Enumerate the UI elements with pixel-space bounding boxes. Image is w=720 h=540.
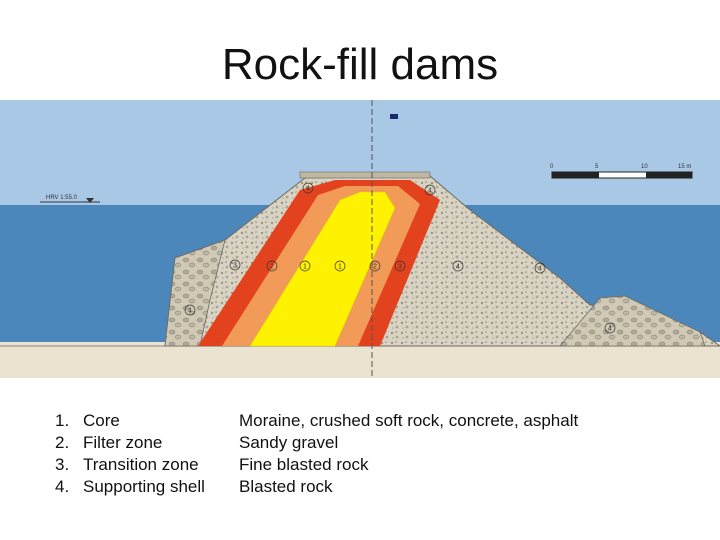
zone-marker-label: 1 — [303, 264, 307, 271]
scale-bar: 0 5 10 15 m — [550, 164, 693, 179]
legend-material: Fine blasted rock — [239, 455, 369, 474]
legend-row-supporting-shell: 4. Supporting shell Blasted rock — [55, 476, 578, 498]
zone-marker-label: 3 — [233, 263, 237, 270]
zone-marker-circle — [299, 260, 311, 272]
legend-material: Moraine, crushed soft rock, concrete, as… — [239, 411, 579, 430]
dam-crest — [299, 171, 431, 179]
water-level-label: HRV 1:55.0 — [46, 195, 78, 201]
core-zone — [249, 191, 396, 347]
zone-marker-label: 4 — [538, 266, 542, 273]
legend-number: 1. — [55, 411, 70, 430]
zone-marker-label: 4 — [306, 186, 310, 193]
zone-marker-circle — [369, 260, 381, 272]
zone-marker-label: 4 — [456, 264, 460, 271]
page-title: Rock-fill dams — [221, 40, 499, 89]
zone-marker-label: 3 — [398, 264, 402, 271]
zone-marker-circle — [184, 304, 196, 316]
zone-marker-label: 4 — [608, 326, 612, 333]
zone-marker-circle — [394, 260, 406, 272]
zone-marker-circle — [534, 262, 546, 274]
scale-label-15m: 15 m — [678, 164, 691, 170]
zone-marker-label: 4 — [428, 188, 432, 195]
scale-label-0: 0 — [550, 164, 554, 170]
legend-row-filter-zone: 2. Filter zone Sandy gravel — [55, 432, 578, 454]
legend-material: Sandy gravel — [239, 433, 339, 452]
zone-legend: 1. Core Moraine, crushed soft rock, concre… — [55, 410, 578, 498]
legend-zone-name: Filter zone — [83, 433, 163, 452]
legend-zone-name: Core — [83, 411, 120, 430]
legend-zone-name: Supporting shell — [83, 477, 205, 496]
dam-cross-section-diagram: HRV 1:55.0 0 5 10 15 m 4 4 3 2 1 1 2 3 4 4 4 4 — [0, 100, 720, 378]
zone-marker-label: 2 — [270, 264, 274, 271]
zone-marker-label: 4 — [188, 308, 192, 315]
zone-marker-circle — [229, 259, 241, 271]
zone-marker-circle — [424, 184, 436, 196]
zone-marker-label: 2 — [373, 264, 377, 271]
zone-markers: 4 4 3 2 1 1 2 3 4 4 4 4 — [184, 182, 616, 334]
downstream-toe — [559, 295, 706, 347]
legend-row-core: 1. Core Moraine, crushed soft rock, concre… — [55, 410, 578, 432]
crest-marker — [390, 114, 398, 119]
legend-row-transition-zone: 3. Transition zone Fine blasted rock — [55, 454, 578, 476]
legend-number: 2. — [55, 433, 70, 452]
foundation-ground — [0, 342, 720, 378]
zone-marker-circle — [266, 260, 278, 272]
zone-marker-circle — [302, 182, 314, 194]
zone-marker-circle — [334, 260, 346, 272]
scale-label-10: 10 — [641, 164, 648, 170]
zone-marker-circle — [452, 260, 464, 272]
scale-label-5: 5 — [595, 164, 599, 170]
upstream-toe — [164, 239, 226, 347]
dam-cross-section-svg: HRV 1:55.0 0 5 10 15 m 4 4 3 2 1 1 2 3 4 4 4 4 — [0, 100, 720, 378]
legend-material: Blasted rock — [239, 477, 333, 496]
legend-number: 4. — [55, 477, 70, 496]
zone-marker-circle — [604, 322, 616, 334]
legend-zone-name: Transition zone — [83, 455, 199, 474]
legend-number: 3. — [55, 455, 70, 474]
zone-marker-label: 1 — [338, 264, 342, 271]
